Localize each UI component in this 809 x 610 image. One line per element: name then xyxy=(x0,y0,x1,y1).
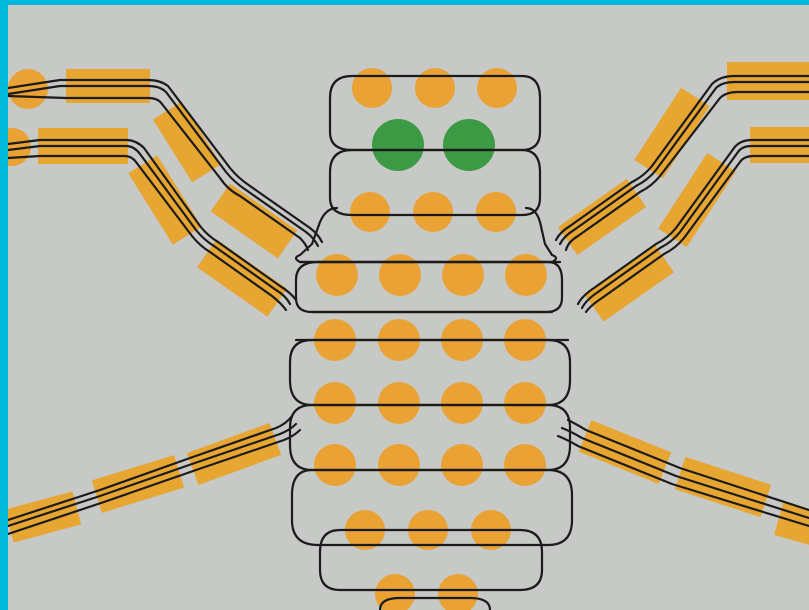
round-bead xyxy=(477,68,517,108)
round-bead xyxy=(413,192,453,232)
paper-background xyxy=(8,5,809,610)
body-row-1 xyxy=(352,68,517,108)
round-bead xyxy=(504,382,546,424)
round-bead xyxy=(504,444,546,486)
round-bead xyxy=(441,444,483,486)
round-bead xyxy=(316,254,358,296)
round-bead xyxy=(314,444,356,486)
body-row-3 xyxy=(350,192,516,232)
round-bead xyxy=(415,68,455,108)
round-bead xyxy=(476,192,516,232)
spider-bead-diagram xyxy=(8,5,809,610)
round-bead xyxy=(350,192,390,232)
eye-bead xyxy=(443,119,495,171)
round-bead xyxy=(378,444,420,486)
round-bead xyxy=(505,254,547,296)
round-bead xyxy=(378,382,420,424)
eye-bead xyxy=(372,119,424,171)
round-bead xyxy=(442,254,484,296)
round-bead xyxy=(314,382,356,424)
round-bead xyxy=(441,382,483,424)
round-bead xyxy=(352,68,392,108)
round-bead xyxy=(379,254,421,296)
